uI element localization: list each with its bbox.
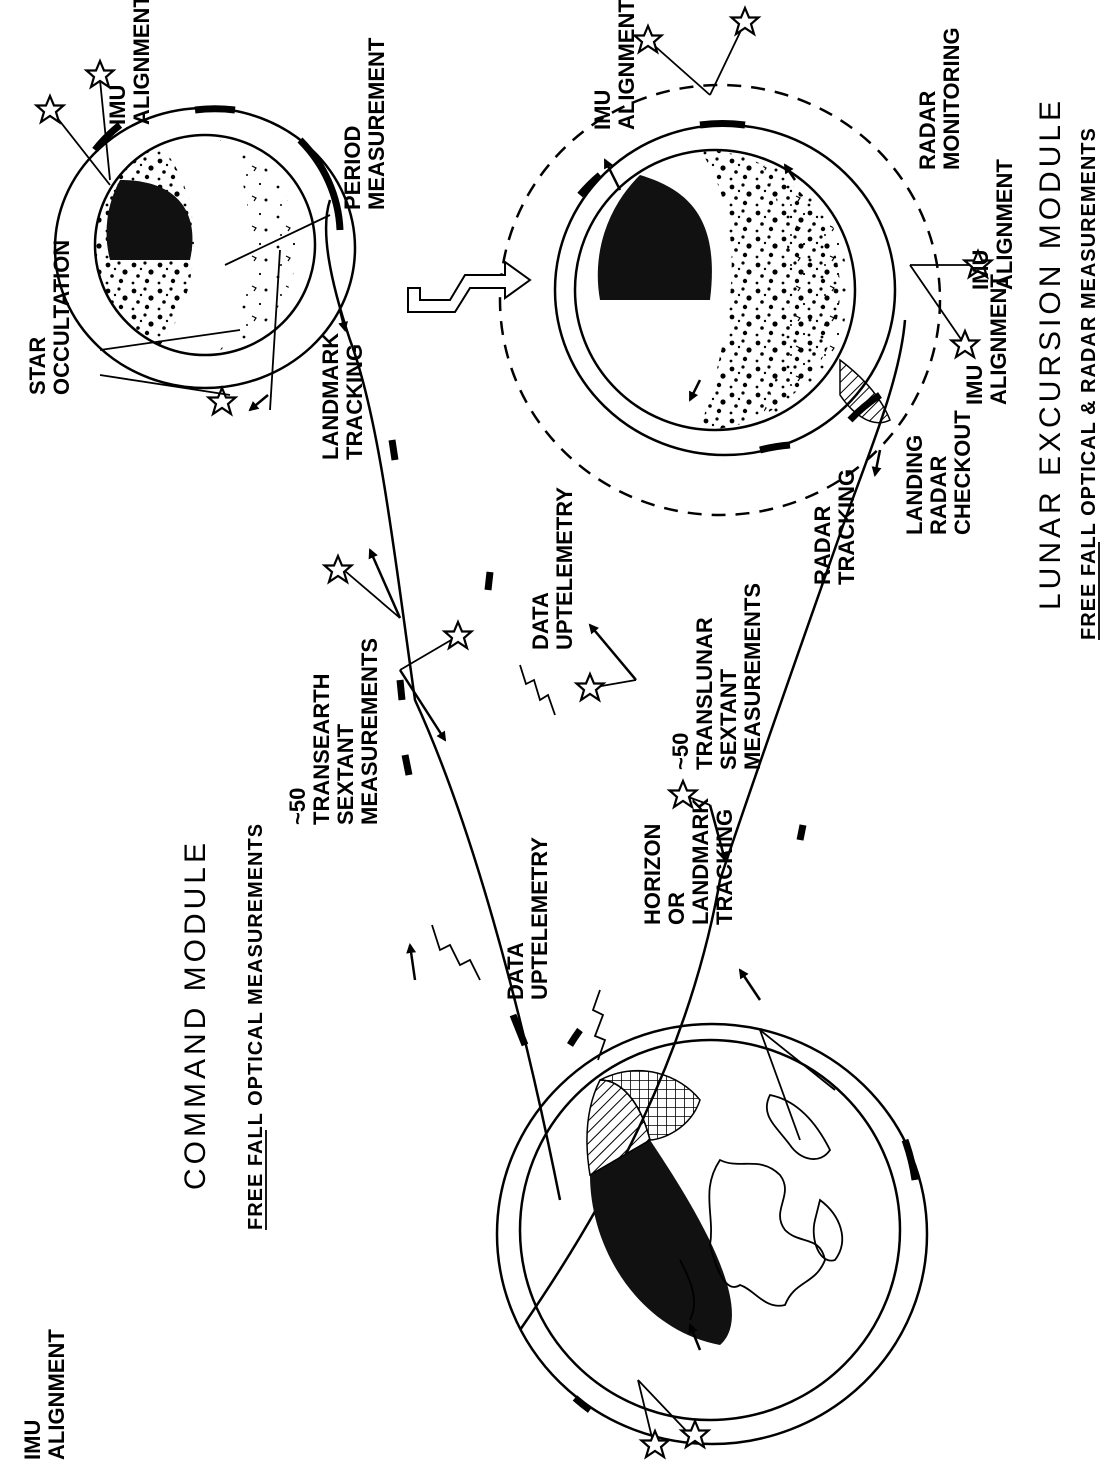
svg-text:HORIZON: HORIZON — [640, 824, 665, 925]
label-data-uptelemetry-earth: DATA UPTELEMETRY — [503, 837, 552, 1000]
svg-text:IMU: IMU — [105, 85, 130, 125]
label-horizon-tracking: HORIZON OR LANDMARK TRACKING — [640, 798, 737, 925]
svg-text:TRANSEARTH: TRANSEARTH — [309, 673, 334, 825]
svg-text:PERIOD: PERIOD — [340, 126, 365, 210]
svg-text:OCCULTATION: OCCULTATION — [49, 240, 74, 395]
svg-text:TRANSLUNAR: TRANSLUNAR — [692, 617, 717, 770]
star-icon — [443, 620, 473, 650]
svg-text:IMU: IMU — [20, 1420, 45, 1460]
star-icon — [575, 672, 605, 702]
star-icon — [730, 6, 760, 36]
telemetry-zigzag-icon — [591, 989, 607, 1061]
svg-text:UPTELEMETRY: UPTELEMETRY — [527, 837, 552, 1000]
label-data-uptelemetry-mid: DATA UPTELEMETRY — [528, 487, 577, 650]
telemetry-zigzag-icon — [519, 664, 556, 716]
svg-text:ALIGNMENT: ALIGNMENT — [986, 274, 1011, 405]
svg-text:SEXTANT: SEXTANT — [333, 723, 358, 825]
svg-text:IMU: IMU — [590, 90, 615, 130]
svg-text:CHECKOUT: CHECKOUT — [950, 410, 975, 535]
label-imu-earth: IMU ALIGNMENT — [20, 1329, 69, 1460]
label-landmark-tracking: LANDMARK TRACKING — [318, 333, 367, 460]
moon-lem — [498, 83, 942, 517]
svg-text:SEXTANT: SEXTANT — [716, 668, 741, 770]
svg-text:DATA: DATA — [528, 592, 553, 650]
svg-text:TRACKING: TRACKING — [712, 809, 737, 925]
label-imu-lem-top: IMU ALIGNMENT — [590, 0, 639, 130]
svg-text:MONITORING: MONITORING — [939, 27, 964, 170]
star-icon — [35, 94, 65, 124]
svg-text:STAR: STAR — [25, 337, 50, 395]
svg-text:~50: ~50 — [668, 733, 693, 770]
svg-text:IMU: IMU — [968, 250, 993, 290]
svg-text:IMU: IMU — [962, 365, 987, 405]
label-radar-tracking: RADAR TRACKING — [810, 469, 859, 585]
svg-text:LANDMARK: LANDMARK — [688, 798, 713, 925]
svg-text:~50: ~50 — [285, 788, 310, 825]
label-imu-lem-b: IMU ALIGNMENT — [962, 274, 1011, 405]
label-period-measurement: PERIOD MEASUREMENT — [340, 37, 389, 210]
label-translunar: ~50 TRANSLUNAR SEXTANT MEASUREMENTS — [668, 583, 765, 770]
svg-text:TRACKING: TRACKING — [834, 469, 859, 585]
svg-text:TRACKING: TRACKING — [342, 344, 367, 460]
star-sightings — [35, 6, 993, 1459]
moon-command — [53, 105, 357, 390]
title-command-module: COMMAND MODULE — [179, 839, 212, 1190]
svg-text:ALIGNMENT: ALIGNMENT — [614, 0, 639, 130]
svg-text:OR: OR — [664, 892, 689, 925]
svg-text:ALIGNMENT: ALIGNMENT — [44, 1329, 69, 1460]
svg-text:LANDMARK: LANDMARK — [318, 333, 343, 460]
svg-text:RADAR: RADAR — [810, 505, 835, 585]
svg-text:MEASUREMENT: MEASUREMENT — [364, 37, 389, 210]
svg-text:RADAR: RADAR — [926, 455, 951, 535]
svg-text:DATA: DATA — [503, 942, 528, 1000]
label-landing-radar-checkout: LANDING RADAR CHECKOUT — [902, 410, 975, 535]
subtitle-command-module: FREE FALL OPTICAL MEASUREMENTS — [245, 823, 267, 1230]
title-lem: LUNAR EXCURSION MODULE — [1034, 97, 1067, 610]
label-imu-lem-a: IMU ALIGNMENT — [968, 159, 1017, 290]
star-icon — [950, 329, 980, 359]
star-icon — [323, 554, 353, 584]
labels: COMMAND MODULE FREE FALL OPTICAL MEASURE… — [20, 0, 1100, 1460]
svg-text:ALIGNMENT: ALIGNMENT — [992, 159, 1017, 290]
label-star-occultation: STAR OCCULTATION — [25, 240, 74, 395]
svg-text:ALIGNMENT: ALIGNMENT — [129, 0, 154, 125]
svg-text:MEASUREMENTS: MEASUREMENTS — [740, 583, 765, 770]
svg-text:RADAR: RADAR — [915, 90, 940, 170]
subtitle-lem: FREE FALL OPTICAL & RADAR MEASUREMENTS — [1078, 127, 1100, 640]
svg-text:LANDING: LANDING — [902, 435, 927, 535]
telemetry-zigzag-icon — [431, 924, 481, 981]
earth — [495, 1022, 929, 1446]
label-radar-monitoring: RADAR MONITORING — [915, 27, 964, 170]
label-imu-cm-moon: IMU ALIGNMENT — [105, 0, 154, 125]
label-transearth: ~50 TRANSEARTH SEXTANT MEASUREMENTS — [285, 638, 382, 825]
svg-text:MEASUREMENTS: MEASUREMENTS — [357, 638, 382, 825]
svg-text:UPTELEMETRY: UPTELEMETRY — [552, 487, 577, 650]
